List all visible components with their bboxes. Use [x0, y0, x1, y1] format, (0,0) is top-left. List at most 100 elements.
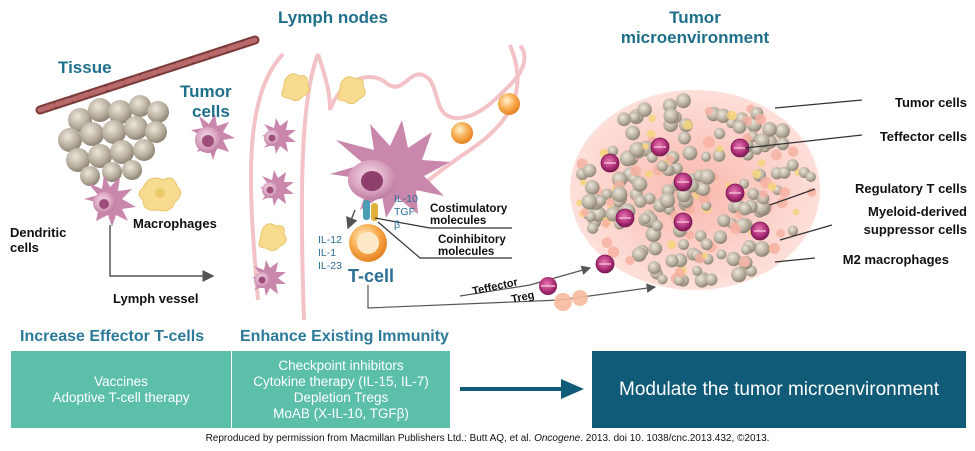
tumor-mass-cell: [630, 165, 642, 177]
tumor-mass-cell: [646, 129, 656, 139]
tumor-mass-cell: [767, 182, 777, 191]
costimulatory-label: Costimulatory molecules: [430, 203, 507, 227]
tumor-mass-cell: [704, 106, 714, 116]
costimulatory-pointer-line: [374, 217, 512, 229]
tumor-mass-cell: [642, 143, 649, 150]
tumor-callout-lines: [744, 99, 863, 263]
tumor-mass-cell: [696, 182, 711, 197]
tumor-mass-cell: [755, 133, 770, 148]
tumor-mass-cell: [755, 113, 767, 125]
costim-line1: Costimulatory: [430, 203, 508, 215]
tumor-mass-cell: [605, 198, 615, 207]
t-cell-label: T-cell: [348, 266, 395, 286]
tumor-mass-cell: [792, 208, 800, 216]
tumor-mass-cell: [787, 225, 799, 236]
migrating-teffector-cell: [539, 277, 557, 295]
citation-text-end: . 2013. doi 10. 1038/cnc.2013.432, ©2013…: [580, 433, 770, 444]
tumor-mass-cell: [625, 125, 641, 141]
tumor-mass-cell: [715, 108, 731, 124]
tumor-mass-cell: [701, 252, 708, 259]
box-increase-effector: Vaccines Adoptive T-cell therapy: [11, 351, 231, 428]
tumor-mass-cell: [585, 180, 600, 195]
tumor-mass-cell: [582, 163, 597, 178]
tumor-mass-cell: [576, 199, 583, 206]
blood-vessel: [35, 35, 260, 115]
box2-line: Checkpoint inhibitors: [278, 357, 404, 373]
tumor-mass-cell: [705, 273, 718, 286]
tumor-mass-cell: [713, 230, 728, 244]
tumor-mass-cell: [629, 141, 645, 158]
tumor-mass-cell: [607, 145, 619, 157]
tumor-mass-cell: [617, 112, 631, 127]
tumor-mass-cell: [694, 230, 707, 242]
tumor-mass-cell: [787, 146, 799, 157]
tumor-label-myeloid-line1: Myeloid-derived: [868, 201, 967, 221]
coinhib-line1: Coinhibitory: [438, 234, 506, 246]
tumor-mass-cell: [594, 195, 607, 207]
t-cell: [349, 224, 387, 262]
tumor-mass-cell: [682, 145, 698, 161]
il-cytokines-right: IL-10 TGF β: [394, 193, 418, 232]
teffector-arrow: [459, 265, 592, 297]
tumor-mass-cell: [779, 187, 790, 198]
immune-synapse: [346, 200, 378, 230]
tumor-label-m2-macrophages: M2 macrophages: [843, 249, 949, 269]
citation-text: Reproduced by permission from Macmillan …: [205, 433, 535, 444]
tumor-mass-cell: [663, 108, 679, 124]
box2-line: Cytokine therapy (IL-15, IL-7): [253, 373, 429, 389]
tumor-mass-cell: [739, 178, 750, 189]
tumor-mass-cell: [754, 241, 770, 257]
tumor-mass-cell: [805, 171, 816, 182]
tumor-mass-cell: [637, 102, 652, 117]
tissue-cell-cluster: [58, 95, 169, 186]
il23-label: IL-23: [318, 260, 342, 272]
tumor-mass-cell: [731, 266, 747, 283]
tumor-mass-cell: [580, 208, 590, 217]
macrophages-label: Macrophages: [133, 216, 217, 231]
tumor-mass-cell: [717, 214, 731, 228]
tumor-mass-cell: [726, 251, 741, 267]
tumor-label-teffector: Teffector cells: [880, 126, 967, 146]
dendritic-cells-label: Dendritic cells: [10, 225, 66, 255]
tumor-mass-cell: [667, 240, 677, 250]
tumor-mass-cell: [643, 192, 656, 205]
il12-label: IL-12: [318, 234, 342, 246]
tumor-mass-cell: [752, 169, 761, 179]
coinhibitory-pointer-line: [377, 221, 512, 259]
tumor-mass-cell: [699, 168, 715, 185]
tumor-mass-cell: [625, 256, 635, 266]
dendritic-cell-large: [330, 120, 450, 218]
tumor-mass-cell: [675, 93, 691, 109]
tumor-mass-cell: [747, 187, 760, 200]
lymph-node-outline: [248, 44, 527, 321]
increase-effector-heading: Increase Effector T-cells: [20, 328, 205, 345]
tumor-label-text: Myeloid-derived: [868, 203, 967, 219]
tumor-mass-cell: [648, 114, 656, 123]
tumor-mass-cell: [651, 220, 663, 232]
flow-arrow-icon: [460, 379, 584, 399]
tumor-mass-cell: [607, 246, 620, 258]
tumor-mass-cell: [673, 274, 685, 286]
tumor-mass-cell: [740, 244, 752, 255]
tumor-mass-cell: [678, 239, 690, 250]
tumor-mass-cell: [716, 249, 727, 260]
tumor-mass-cell: [759, 190, 768, 198]
il-cytokines-left: IL-12 IL-1 IL-23: [318, 234, 342, 273]
tumor-mass-cell: [629, 111, 640, 123]
tumor-mass-cell: [676, 187, 692, 203]
tumor-mass-cell: [757, 159, 766, 167]
tumor-mass-cell: [632, 176, 648, 192]
tumor-mass-cell: [634, 195, 647, 208]
coinhib-line2: molecules: [438, 246, 495, 258]
tumor-micro-title-line2: microenvironment: [620, 28, 770, 47]
lymph-vessel-label: Lymph vessel: [113, 291, 199, 306]
lymph-vessel-arrow: [109, 225, 215, 282]
tumor-mass-cell: [701, 151, 711, 162]
tumor-mass-cell: [665, 254, 679, 268]
tumor-mass-cell: [716, 145, 724, 152]
tumor-mass-cell: [739, 256, 750, 268]
tumor-mass-cell: [580, 179, 587, 186]
il10-label: IL-10: [394, 193, 418, 205]
tumor-mass-cell: [683, 120, 693, 130]
box3-text: Modulate the tumor microenvironment: [619, 378, 939, 400]
